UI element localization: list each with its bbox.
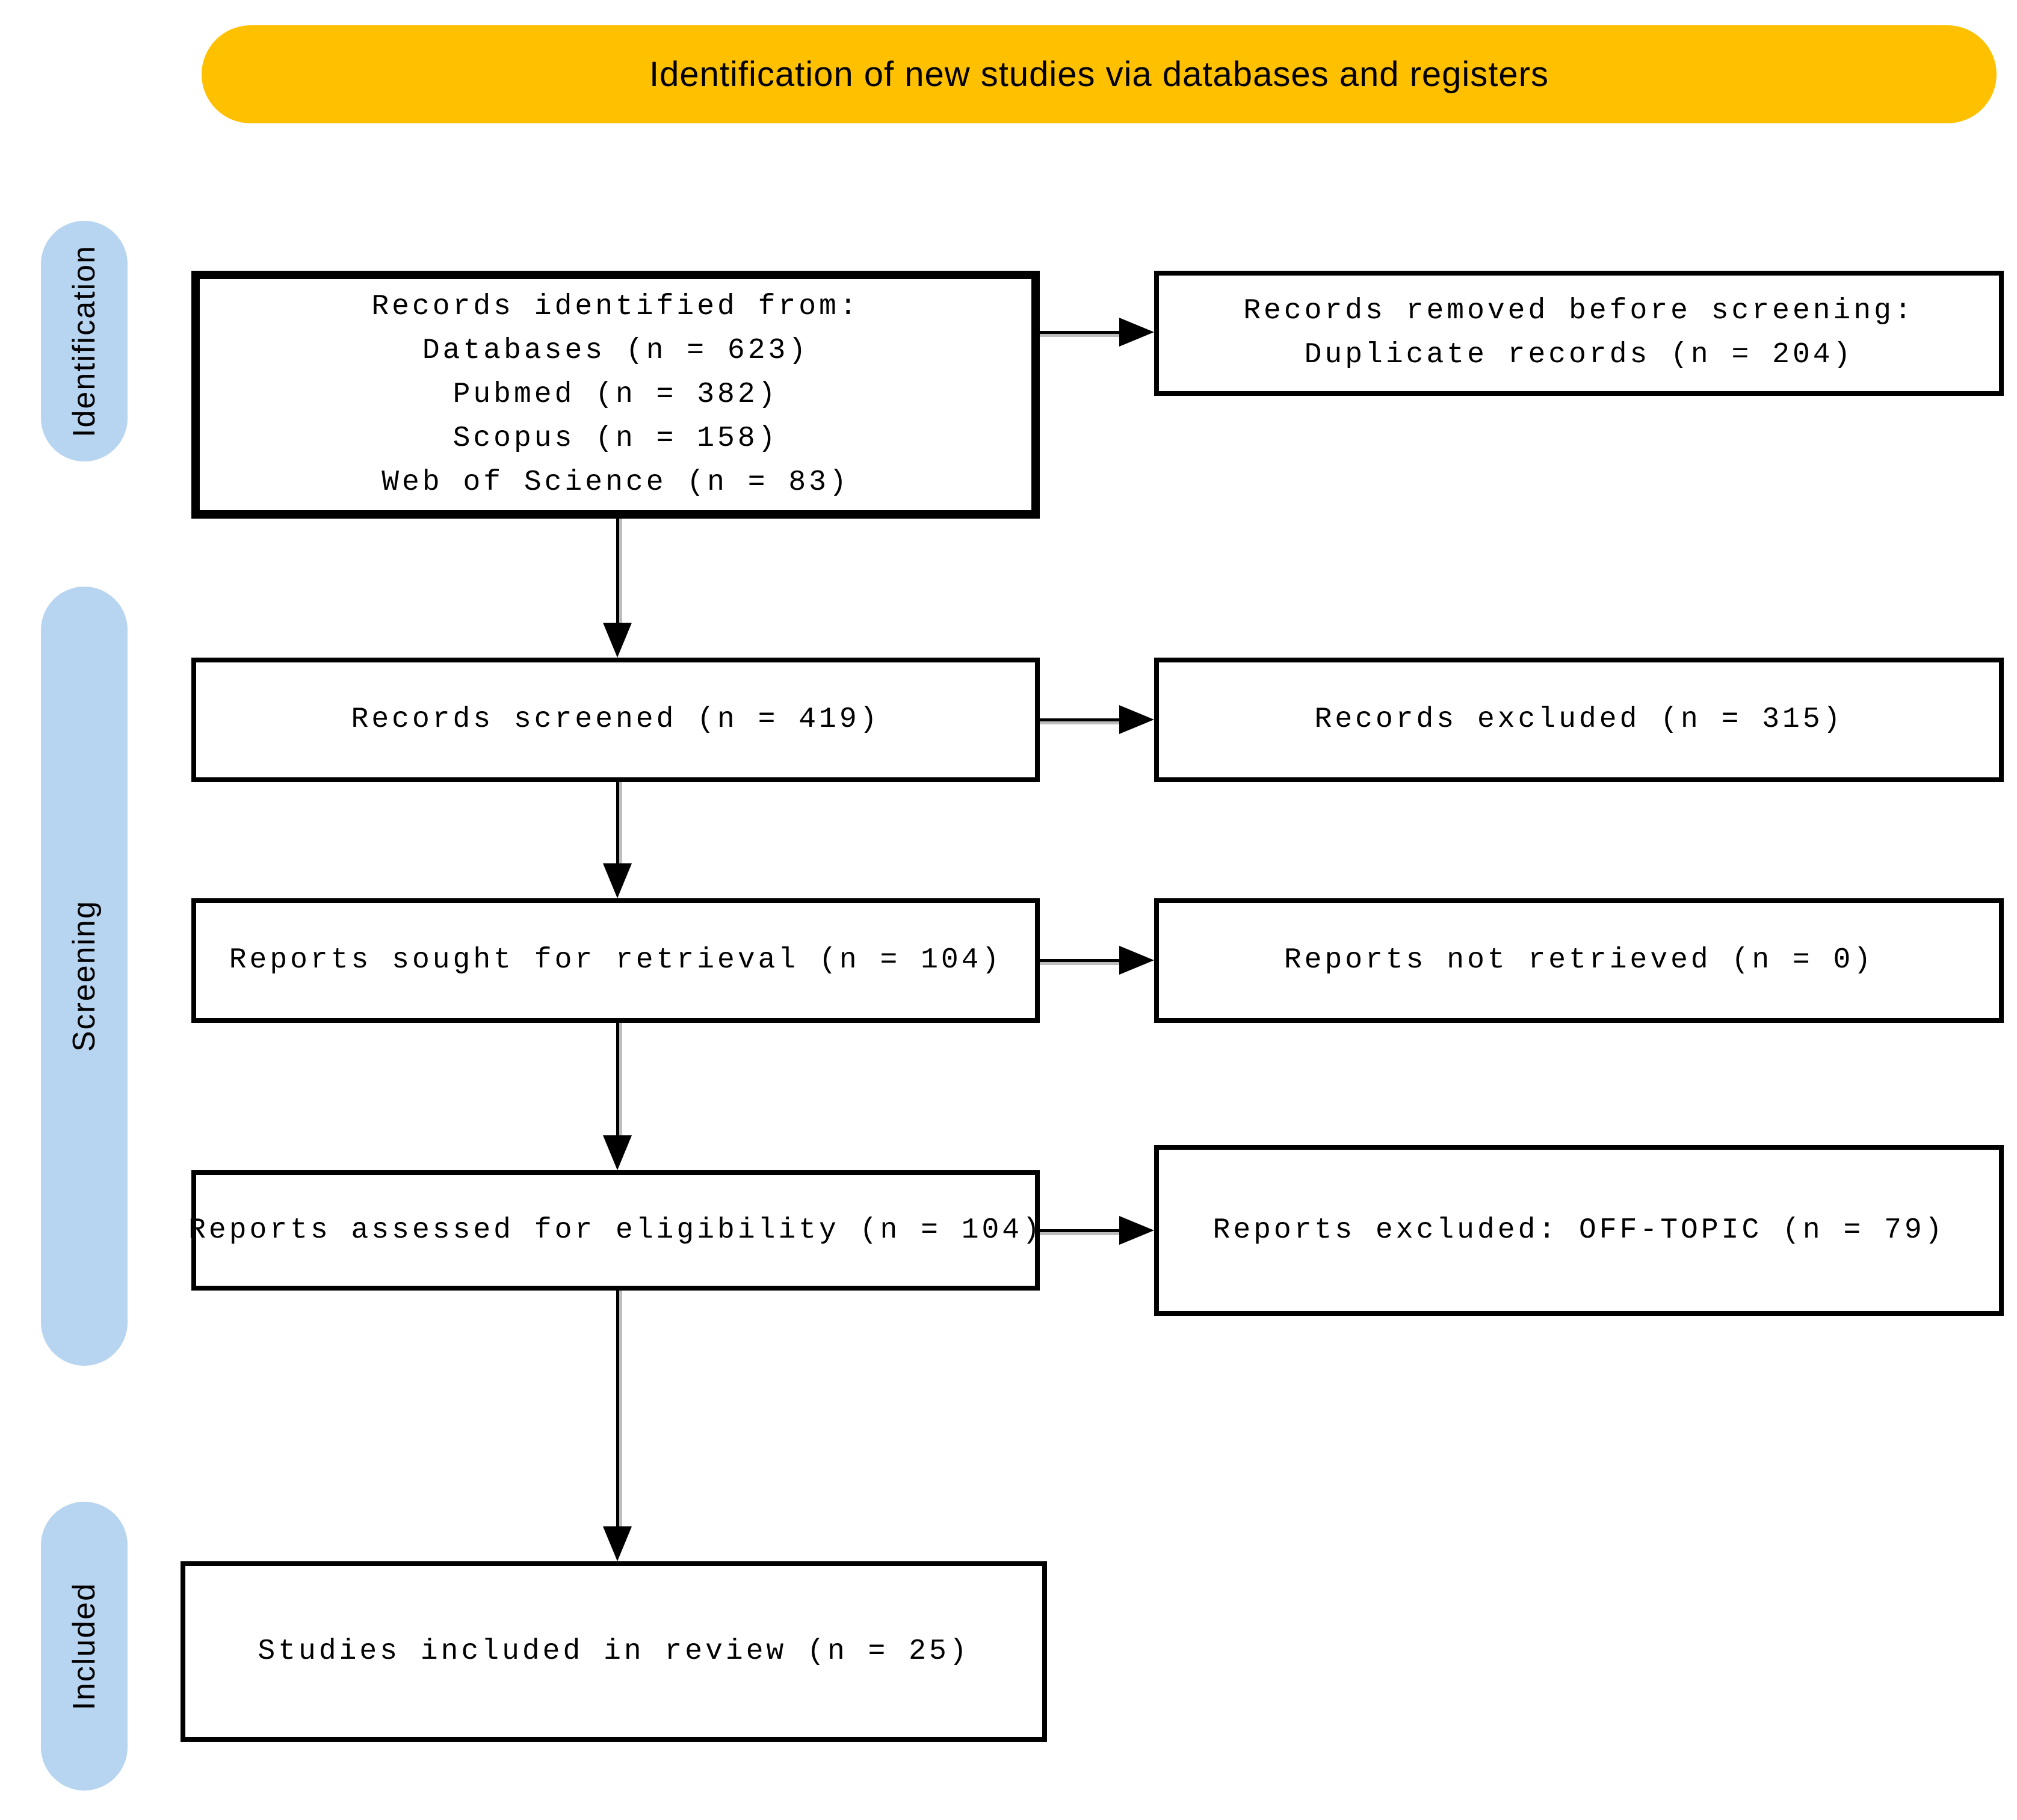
stage-pill-included: Included (41, 1502, 128, 1791)
banner: Identification of new studies via databa… (202, 25, 1997, 123)
box-records-excluded-text: Records excluded (n = 315) (1314, 703, 1844, 736)
arrowhead-down-icon (603, 1526, 632, 1561)
box-reports-excluded-offtopic: Reports excluded: OFF-TOPIC (n = 79) (1154, 1145, 2004, 1316)
arrowhead-down-icon (603, 1135, 632, 1170)
arrowhead-right-icon (1119, 318, 1154, 347)
box-records-removed: Records removed before screening: Duplic… (1154, 271, 2004, 396)
arrow-shaft (1040, 331, 1120, 334)
box-records-removed-line: Records removed before screening: (1243, 295, 1915, 327)
box-reports-sought-text: Reports sought for retrieval (n = 104) (229, 944, 1002, 976)
arrow-shaft (1040, 1229, 1120, 1232)
box-reports-sought: Reports sought for retrieval (n = 104) (191, 898, 1040, 1023)
box-records-identified-line: Pubmed (n = 382) (453, 378, 779, 411)
stage-pill-screening: Screening (41, 587, 128, 1366)
arrowhead-right-icon (1119, 946, 1154, 975)
box-records-excluded: Records excluded (n = 315) (1154, 658, 2004, 782)
box-reports-not-retrieved: Reports not retrieved (n = 0) (1154, 898, 2004, 1023)
box-reports-not-retrieved-text: Reports not retrieved (n = 0) (1283, 944, 1874, 976)
banner-title: Identification of new studies via databa… (649, 55, 1549, 94)
arrowhead-down-icon (603, 623, 632, 658)
stage-pill-identification: Identification (41, 221, 128, 461)
box-studies-included: Studies included in review (n = 25) (181, 1561, 1047, 1742)
box-reports-assessed: Reports assessed for eligibility (n = 10… (188, 1170, 1043, 1291)
stage-label-identification: Identification (67, 245, 102, 437)
stage-label-included: Included (67, 1582, 102, 1710)
arrowhead-right-icon (1119, 705, 1154, 734)
box-records-identified-line: Scopus (n = 158) (453, 422, 779, 455)
box-reports-excluded-offtopic-text: Reports excluded: OFF-TOPIC (n = 79) (1212, 1214, 1945, 1247)
box-records-screened: Records screened (n = 419) (191, 658, 1040, 782)
box-records-identified-line: Records identified from: (371, 290, 860, 323)
arrow-shaft (616, 782, 619, 868)
box-records-identified: Records identified from: Databases (n = … (191, 271, 1040, 519)
arrow-shaft (616, 1291, 619, 1531)
stage-label-screening: Screening (67, 900, 102, 1052)
box-studies-included-text: Studies included in review (n = 25) (258, 1635, 970, 1668)
arrow-shaft (1040, 959, 1120, 962)
arrowhead-down-icon (603, 863, 632, 898)
box-records-identified-line: Databases (n = 623) (422, 334, 809, 367)
arrow-shaft (616, 1023, 619, 1140)
box-reports-assessed-text: Reports assessed for eligibility (n = 10… (188, 1214, 1043, 1247)
box-records-screened-text: Records screened (n = 419) (351, 703, 880, 736)
box-records-removed-line: Duplicate records (n = 204) (1304, 339, 1854, 371)
arrowhead-right-icon (1119, 1216, 1154, 1245)
box-records-identified-line: Web of Science (n = 83) (381, 466, 850, 499)
arrow-shaft (616, 519, 619, 628)
arrow-shaft (1040, 718, 1120, 721)
